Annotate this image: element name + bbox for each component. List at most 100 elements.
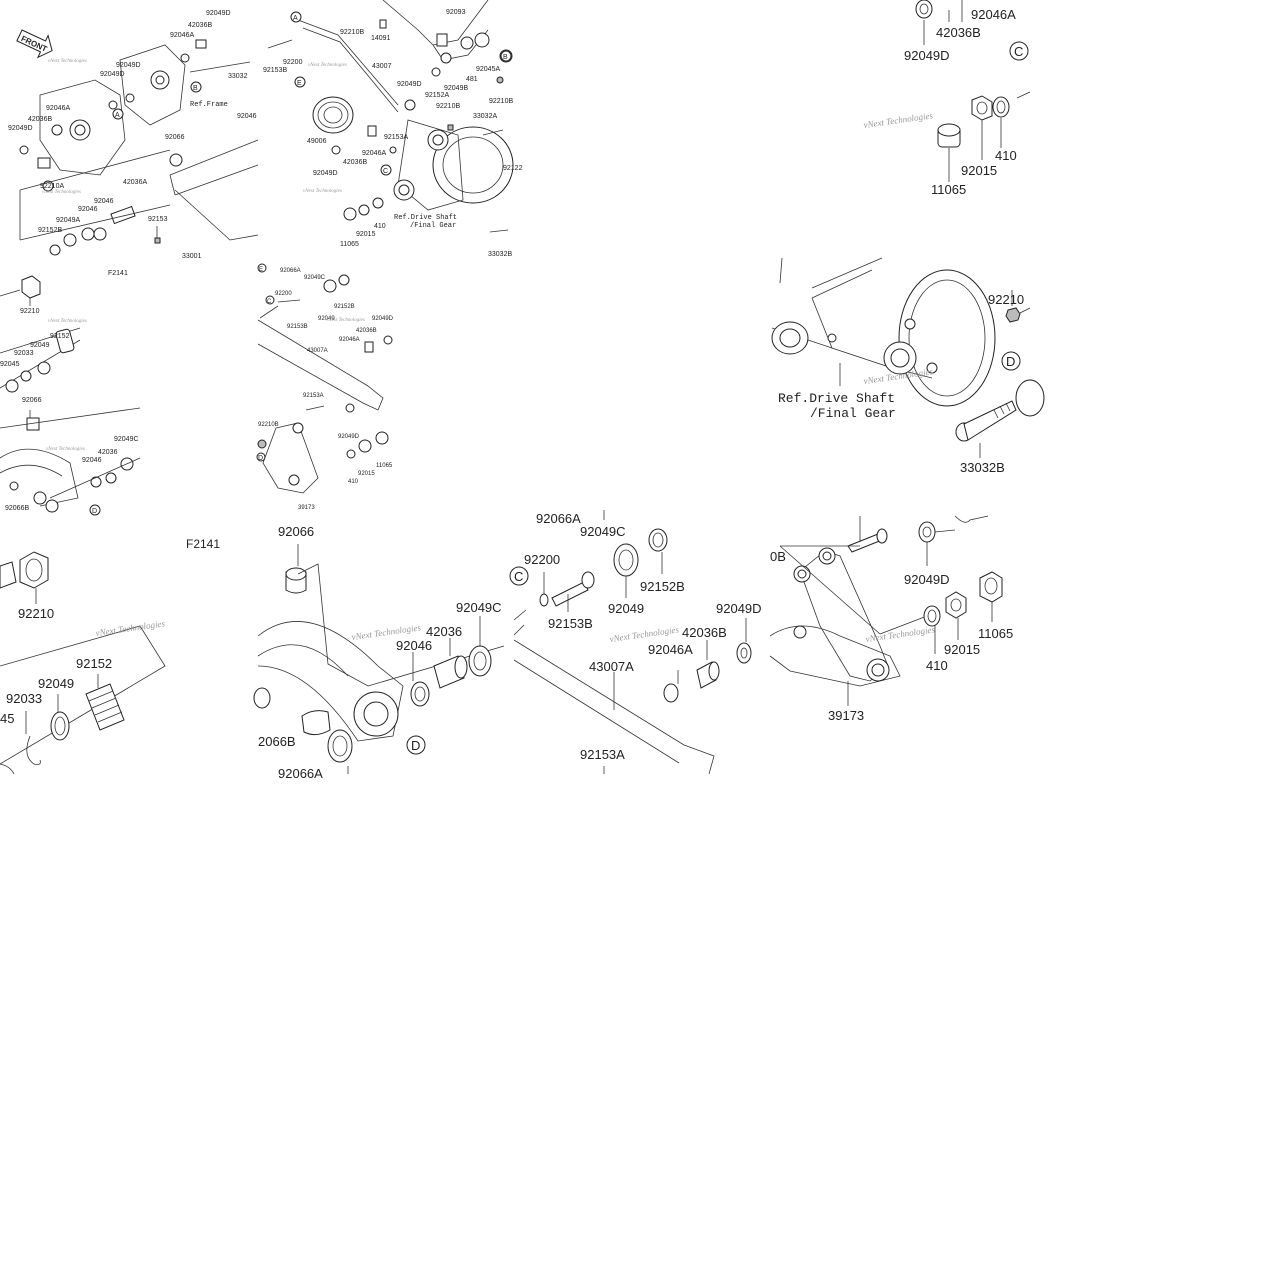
- part-label: 42036B: [28, 116, 52, 123]
- part-label: 92049D: [100, 71, 125, 78]
- part-label: 39173: [298, 505, 315, 511]
- part-label: 43007A: [307, 348, 328, 354]
- watermark: vNext Technologies: [865, 624, 936, 644]
- nut-92210: [19, 551, 49, 589]
- part-label: 92049C: [580, 524, 626, 539]
- seal-92049c: [468, 645, 492, 677]
- part-label: 92046: [78, 206, 98, 213]
- part-label: 92049A: [56, 217, 80, 224]
- part-label: 410: [995, 148, 1017, 163]
- part-label: 410: [348, 479, 359, 485]
- part-label: 92046: [82, 457, 102, 464]
- part-label: 92152B: [38, 227, 62, 234]
- watermark: vNext Technologies: [308, 63, 347, 68]
- callout-e: E: [259, 267, 263, 273]
- part-label: 92049: [608, 601, 644, 616]
- part-label: 42036B: [356, 328, 377, 334]
- part-label: 92049D: [716, 601, 762, 616]
- part-label: 92015: [944, 642, 980, 657]
- part-label: 92210B: [436, 103, 460, 110]
- diagram-tile-overview-left: FRONT A B 92049D 42036B 92046A 92049D 92…: [0, 0, 259, 260]
- callout-d: D: [92, 508, 97, 515]
- seal-92049: [50, 711, 70, 741]
- part-label: 92045: [0, 361, 20, 368]
- part-label: 92200: [275, 291, 292, 297]
- washer-410: [992, 96, 1010, 118]
- diagram-tile-bottom-center: D 92066 92049C 42036 92046 2066B 92066A …: [253, 516, 516, 781]
- diagram-tile-bottom-tierod: C 92066A 92049C 92200 92152B 92153B 9204…: [509, 510, 772, 775]
- part-label: 92153: [148, 216, 168, 223]
- callout-a: A: [115, 112, 120, 119]
- part-label: 92066: [278, 524, 314, 539]
- ref-final-label: /Final Gear: [810, 406, 896, 421]
- part-label: 92049C: [456, 600, 502, 615]
- boot-49006: [312, 96, 354, 134]
- part-label: 43007: [372, 63, 392, 70]
- part-label: 11065: [376, 463, 393, 469]
- part-label: 2066B: [258, 734, 296, 749]
- part-label: 43007A: [589, 659, 634, 674]
- part-label: 92046A: [170, 32, 194, 39]
- part-label: 92046: [237, 113, 257, 120]
- part-label: 92152: [76, 656, 112, 671]
- part-label: 33032: [228, 73, 248, 80]
- callout-a: A: [293, 15, 298, 22]
- part-label: 92153B: [263, 67, 287, 74]
- part-label: 33032B: [488, 251, 512, 258]
- nut-11065: [937, 123, 961, 148]
- diagram-tile-overview-right: A B E C 92210B 14091 92093 92153B 92200 …: [258, 0, 523, 258]
- ref-frame-label: Ref.Frame: [190, 101, 228, 109]
- part-label: 92153A: [384, 134, 408, 141]
- watermark: vNext Technologies: [326, 318, 365, 323]
- part-label: 92066A: [280, 268, 301, 274]
- callout-c: C: [267, 299, 272, 305]
- watermark: vNext Technologies: [46, 447, 85, 452]
- part-label: 45: [0, 711, 14, 726]
- figure-id: F2141: [108, 270, 128, 277]
- diagram-tile-mid-center: D E C 92066A 92049C 92200 92152B 92153B …: [256, 258, 398, 513]
- part-label: 92049: [30, 342, 50, 349]
- part-label: 33032A: [473, 113, 497, 120]
- part-label: 92066A: [278, 766, 323, 781]
- part-label: 92066: [165, 134, 185, 141]
- part-label: 92049: [318, 316, 335, 322]
- part-label: 92033: [14, 350, 34, 357]
- part-label: 42036: [426, 624, 462, 639]
- watermark: vNext Technologies: [42, 190, 81, 195]
- part-label: 92152: [50, 333, 70, 340]
- callout-d: D: [411, 738, 420, 753]
- part-label: 92122: [503, 165, 523, 172]
- part-label: 92153A: [303, 393, 324, 399]
- part-label: 410: [926, 658, 948, 673]
- part-label: 92153B: [287, 324, 308, 330]
- part-label: 42036B: [343, 159, 367, 166]
- part-label: 92049D: [8, 125, 33, 132]
- watermark: vNext Technologies: [303, 189, 342, 194]
- part-label: 33032B: [960, 460, 1005, 475]
- seal-92049: [613, 543, 639, 577]
- part-label: 92046: [396, 638, 432, 653]
- part-label: 42036B: [682, 625, 727, 640]
- diagram-tile-top-right: C 92049D 92046A 42036B 410 92015 11065 v…: [772, 0, 1031, 258]
- part-label: 11065: [340, 241, 359, 248]
- part-label: 92049D: [206, 10, 231, 17]
- part-label: 14091: [371, 35, 391, 42]
- part-label: 92152B: [640, 579, 685, 594]
- bushing-42036: [433, 655, 468, 689]
- callout-c: C: [514, 569, 523, 584]
- part-label: 92049C: [114, 436, 139, 443]
- part-label: 92210: [18, 606, 54, 621]
- part-label: 92210B: [489, 98, 513, 105]
- part-label: 0B: [770, 549, 786, 564]
- part-label: 92046A: [46, 105, 70, 112]
- part-label: 92093: [446, 9, 466, 16]
- part-label: 39173: [828, 708, 864, 723]
- part-label: 92210B: [340, 29, 364, 36]
- part-label: 92049B: [444, 85, 468, 92]
- part-label: 92045A: [476, 66, 500, 73]
- part-label: 49006: [307, 138, 327, 145]
- watermark: vNext Technologies: [863, 110, 934, 130]
- callout-d: D: [258, 455, 263, 462]
- washer-92049d: [918, 521, 936, 543]
- part-label: 92046A: [362, 150, 386, 157]
